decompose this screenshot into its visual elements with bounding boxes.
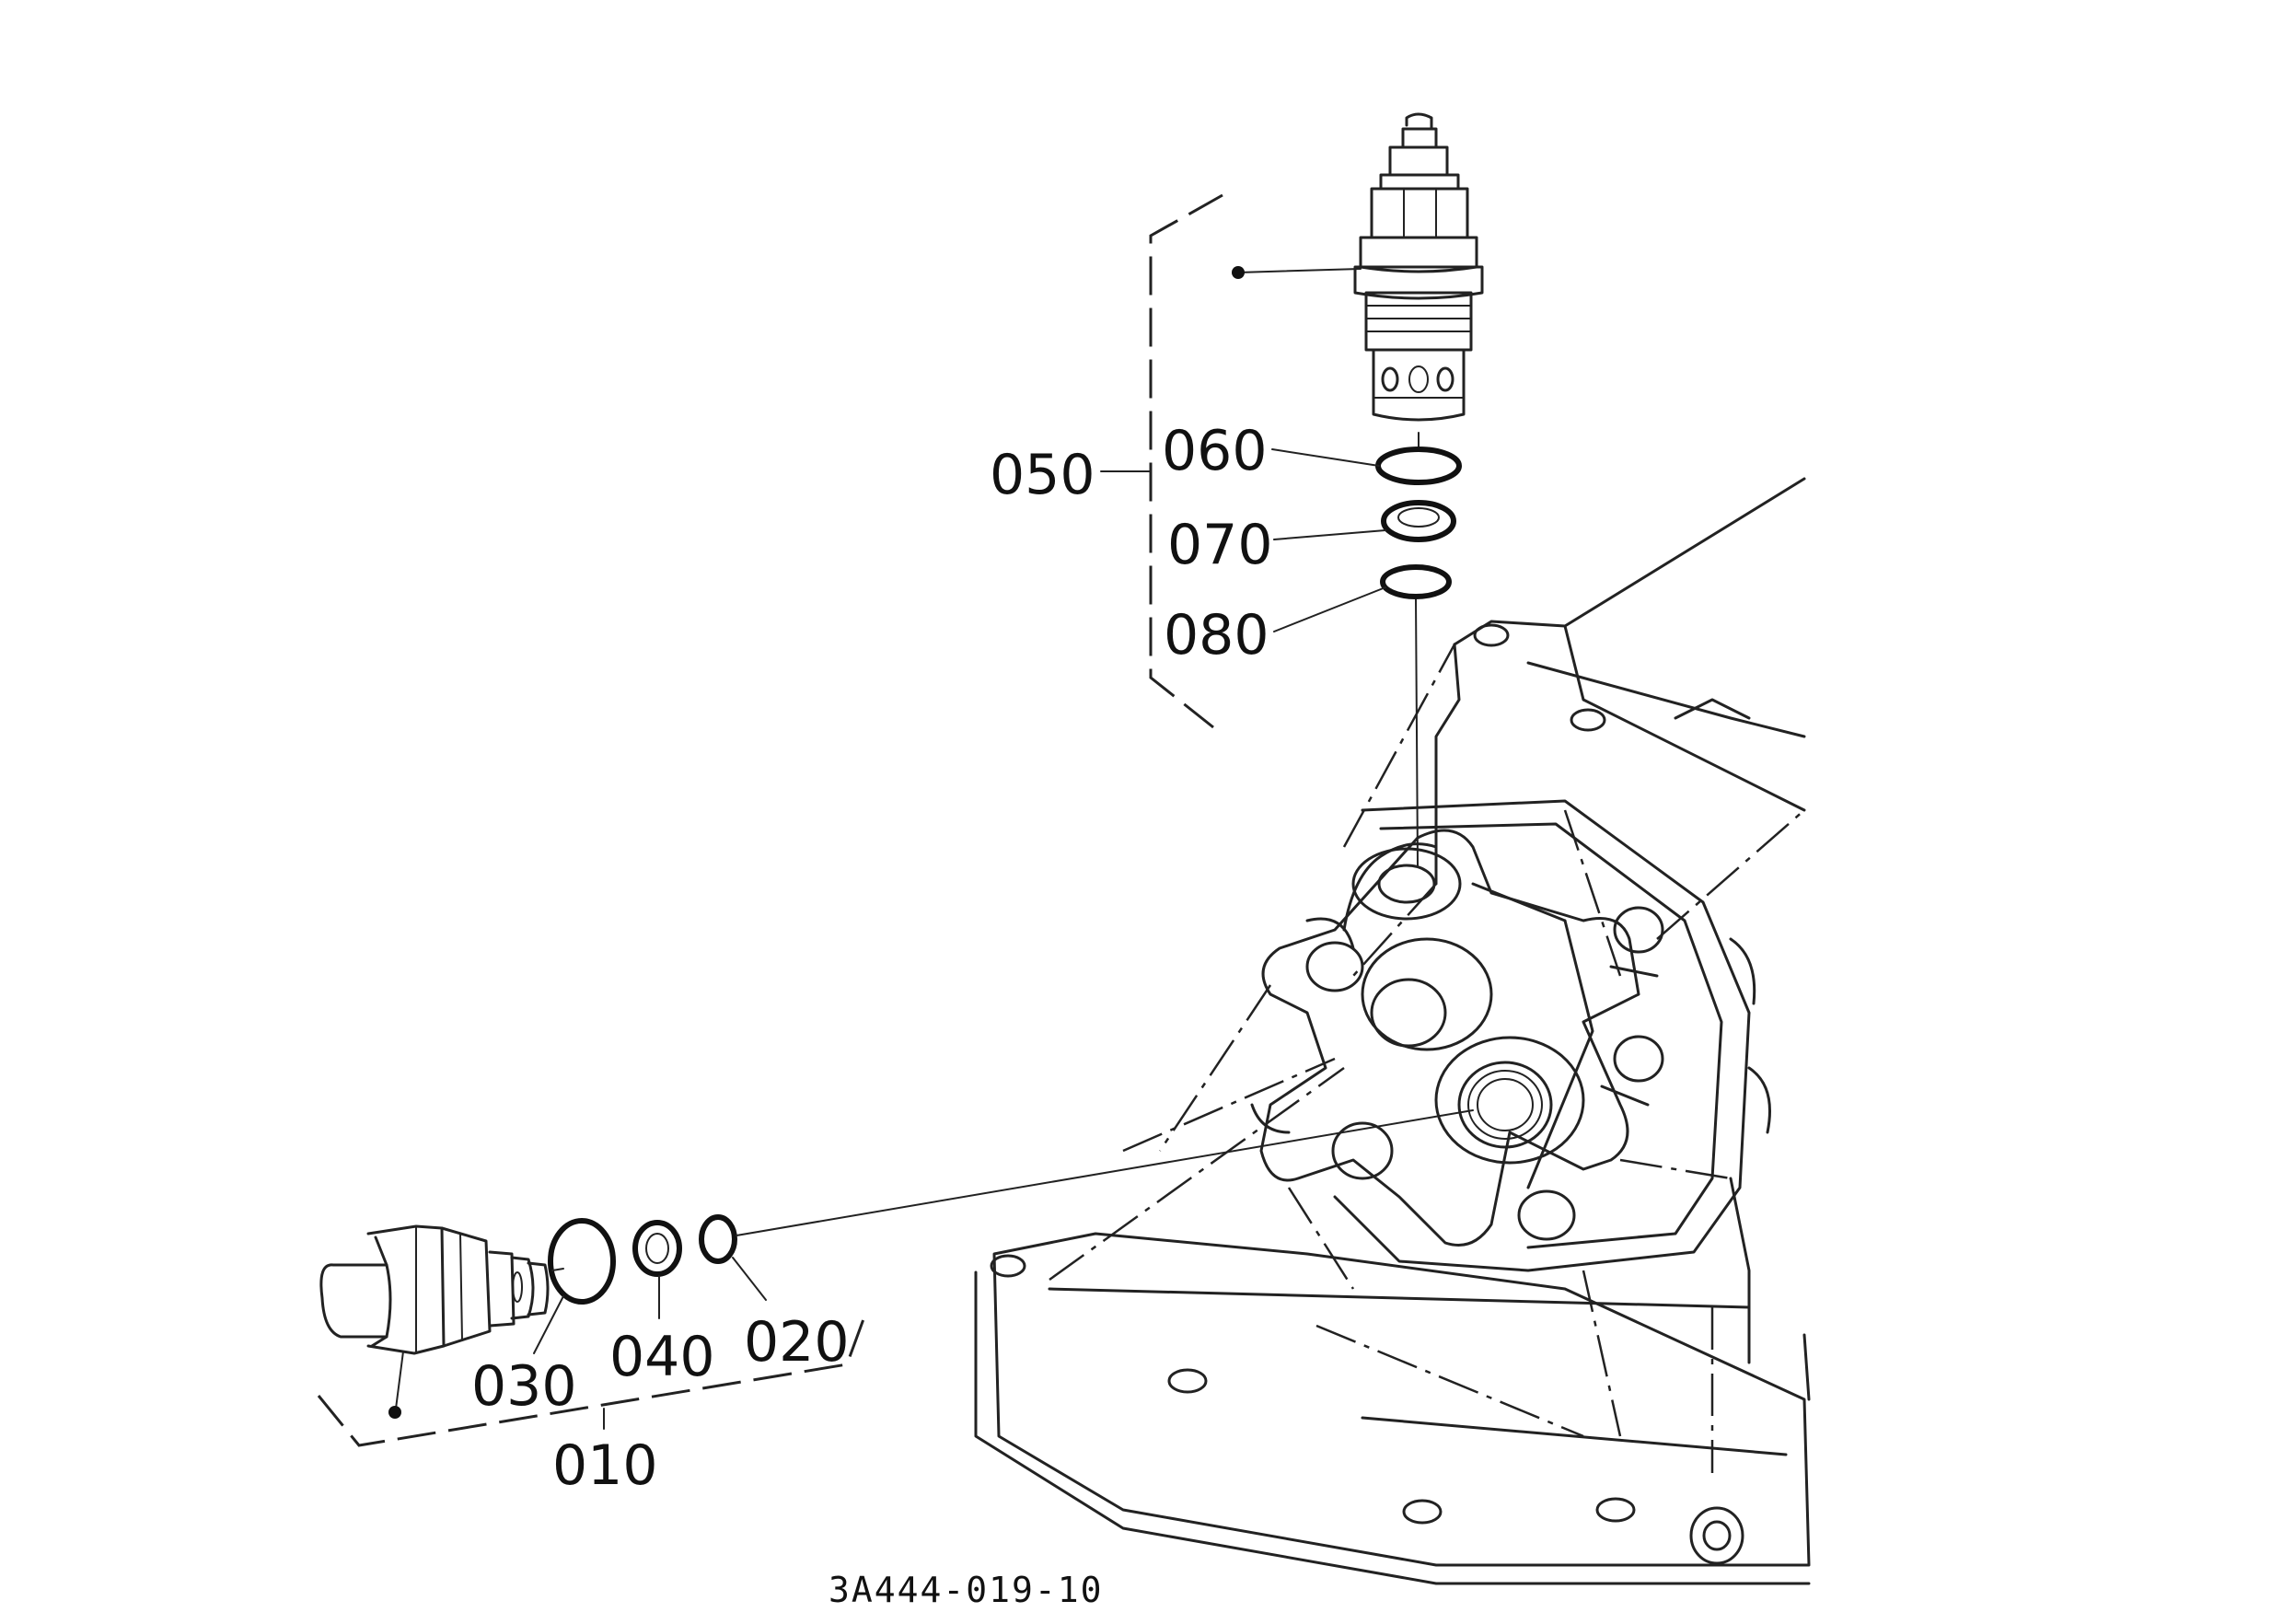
label-070: 070	[1167, 513, 1273, 577]
o-ring-080	[1380, 564, 1452, 599]
o-ring-020	[699, 1214, 737, 1264]
label-080: 080	[1164, 603, 1269, 667]
drawing-code: 3A444-019-10	[829, 1570, 1104, 1610]
label-030: 030	[471, 1354, 577, 1419]
left-relief-cartridge	[319, 1224, 550, 1419]
backup-ring-070	[1381, 500, 1456, 542]
label-060: 060	[1162, 419, 1268, 483]
label-020: 020	[744, 1310, 850, 1375]
label-050: 050	[990, 443, 1095, 507]
group-bracket-010	[317, 1308, 869, 1447]
o-ring-030	[548, 1218, 616, 1305]
top-relief-cartridge	[1232, 112, 1484, 866]
backup-ring-040	[632, 1220, 682, 1277]
phantom-lines	[1049, 644, 1805, 1473]
leader-dot-top	[1232, 266, 1245, 279]
label-040: 040	[609, 1325, 715, 1389]
o-ring-060	[1375, 447, 1462, 485]
valve-housing	[974, 477, 1811, 1585]
label-010: 010	[552, 1433, 658, 1498]
leader-dot-left	[388, 1406, 401, 1419]
